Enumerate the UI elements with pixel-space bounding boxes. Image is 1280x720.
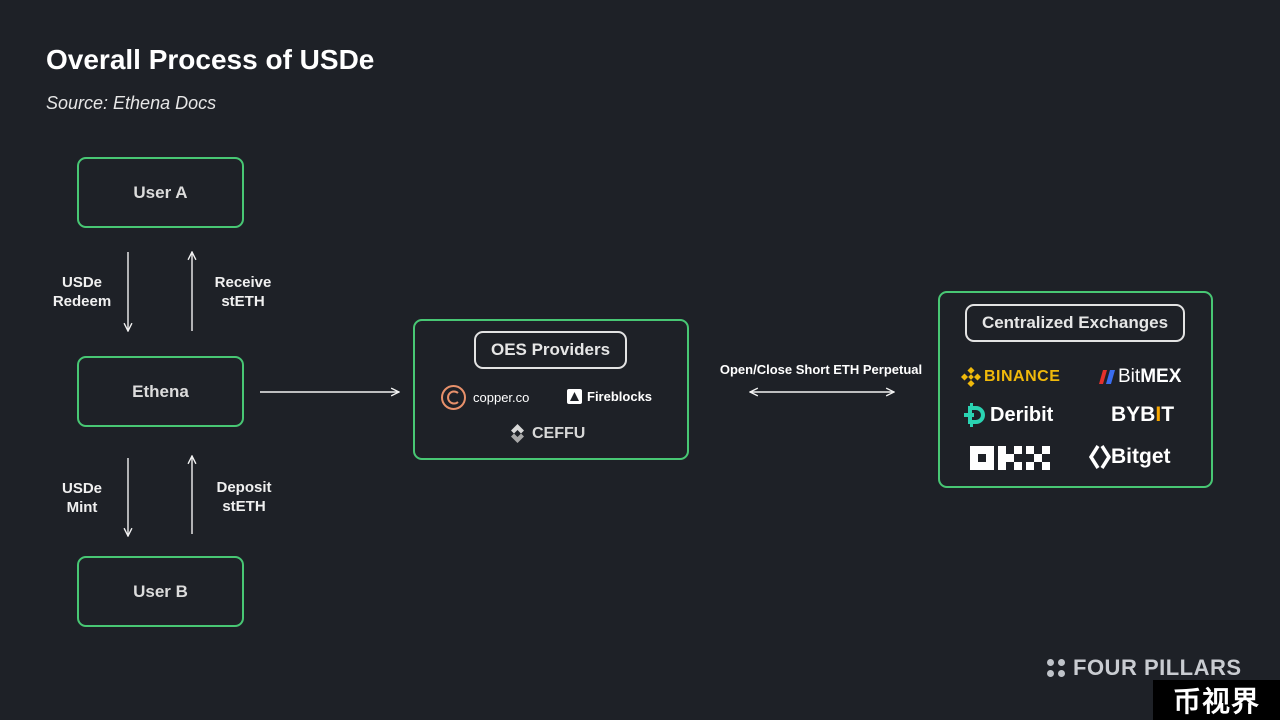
okx-logo [970,446,1050,470]
deribit-logo-icon [964,403,985,427]
brand-name: FOUR PILLARS [1073,655,1242,680]
binance-logo: BINANCE [961,367,1060,387]
copper-logo: copper.co [440,384,529,411]
fireblocks-logo-icon [567,389,582,404]
four-pillars-dots-icon [1047,659,1065,677]
user-b-label: User B [133,581,188,601]
centralized-exchanges-box [938,291,1213,488]
bitmex-logo-icon [1099,370,1115,384]
ceffu-logo-icon [511,424,524,443]
fireblocks-logo: Fireblocks [567,389,652,404]
okx-logo-icon [970,446,1050,470]
ethena-node: Ethena [77,356,244,427]
bitget-logo-icon [1089,445,1111,469]
user-a-node: User A [77,157,244,228]
watermark: 币视界 [1153,680,1280,720]
user-b-node: User B [77,556,244,627]
page-title: Overall Process of USDe [46,44,375,75]
oes-providers-title: OES Providers [474,331,627,369]
short-perpetual-label: Open/Close Short ETH Perpetual [719,362,923,377]
bitget-logo: Bitget [1089,444,1171,470]
ethena-label: Ethena [132,381,189,401]
four-pillars-brand: FOUR PILLARS [1047,655,1242,681]
copper-logo-icon [441,385,466,410]
centralized-exchanges-title: Centralized Exchanges [965,304,1185,342]
user-a-label: User A [133,182,188,202]
binance-logo-icon [961,367,981,387]
page-subtitle: Source: Ethena Docs [46,93,217,113]
oes-providers-box [413,319,689,460]
deribit-logo: Deribit [962,402,1053,428]
bitmex-logo: BitMEX [1097,366,1181,388]
ceffu-logo: CEFFU [507,423,585,444]
